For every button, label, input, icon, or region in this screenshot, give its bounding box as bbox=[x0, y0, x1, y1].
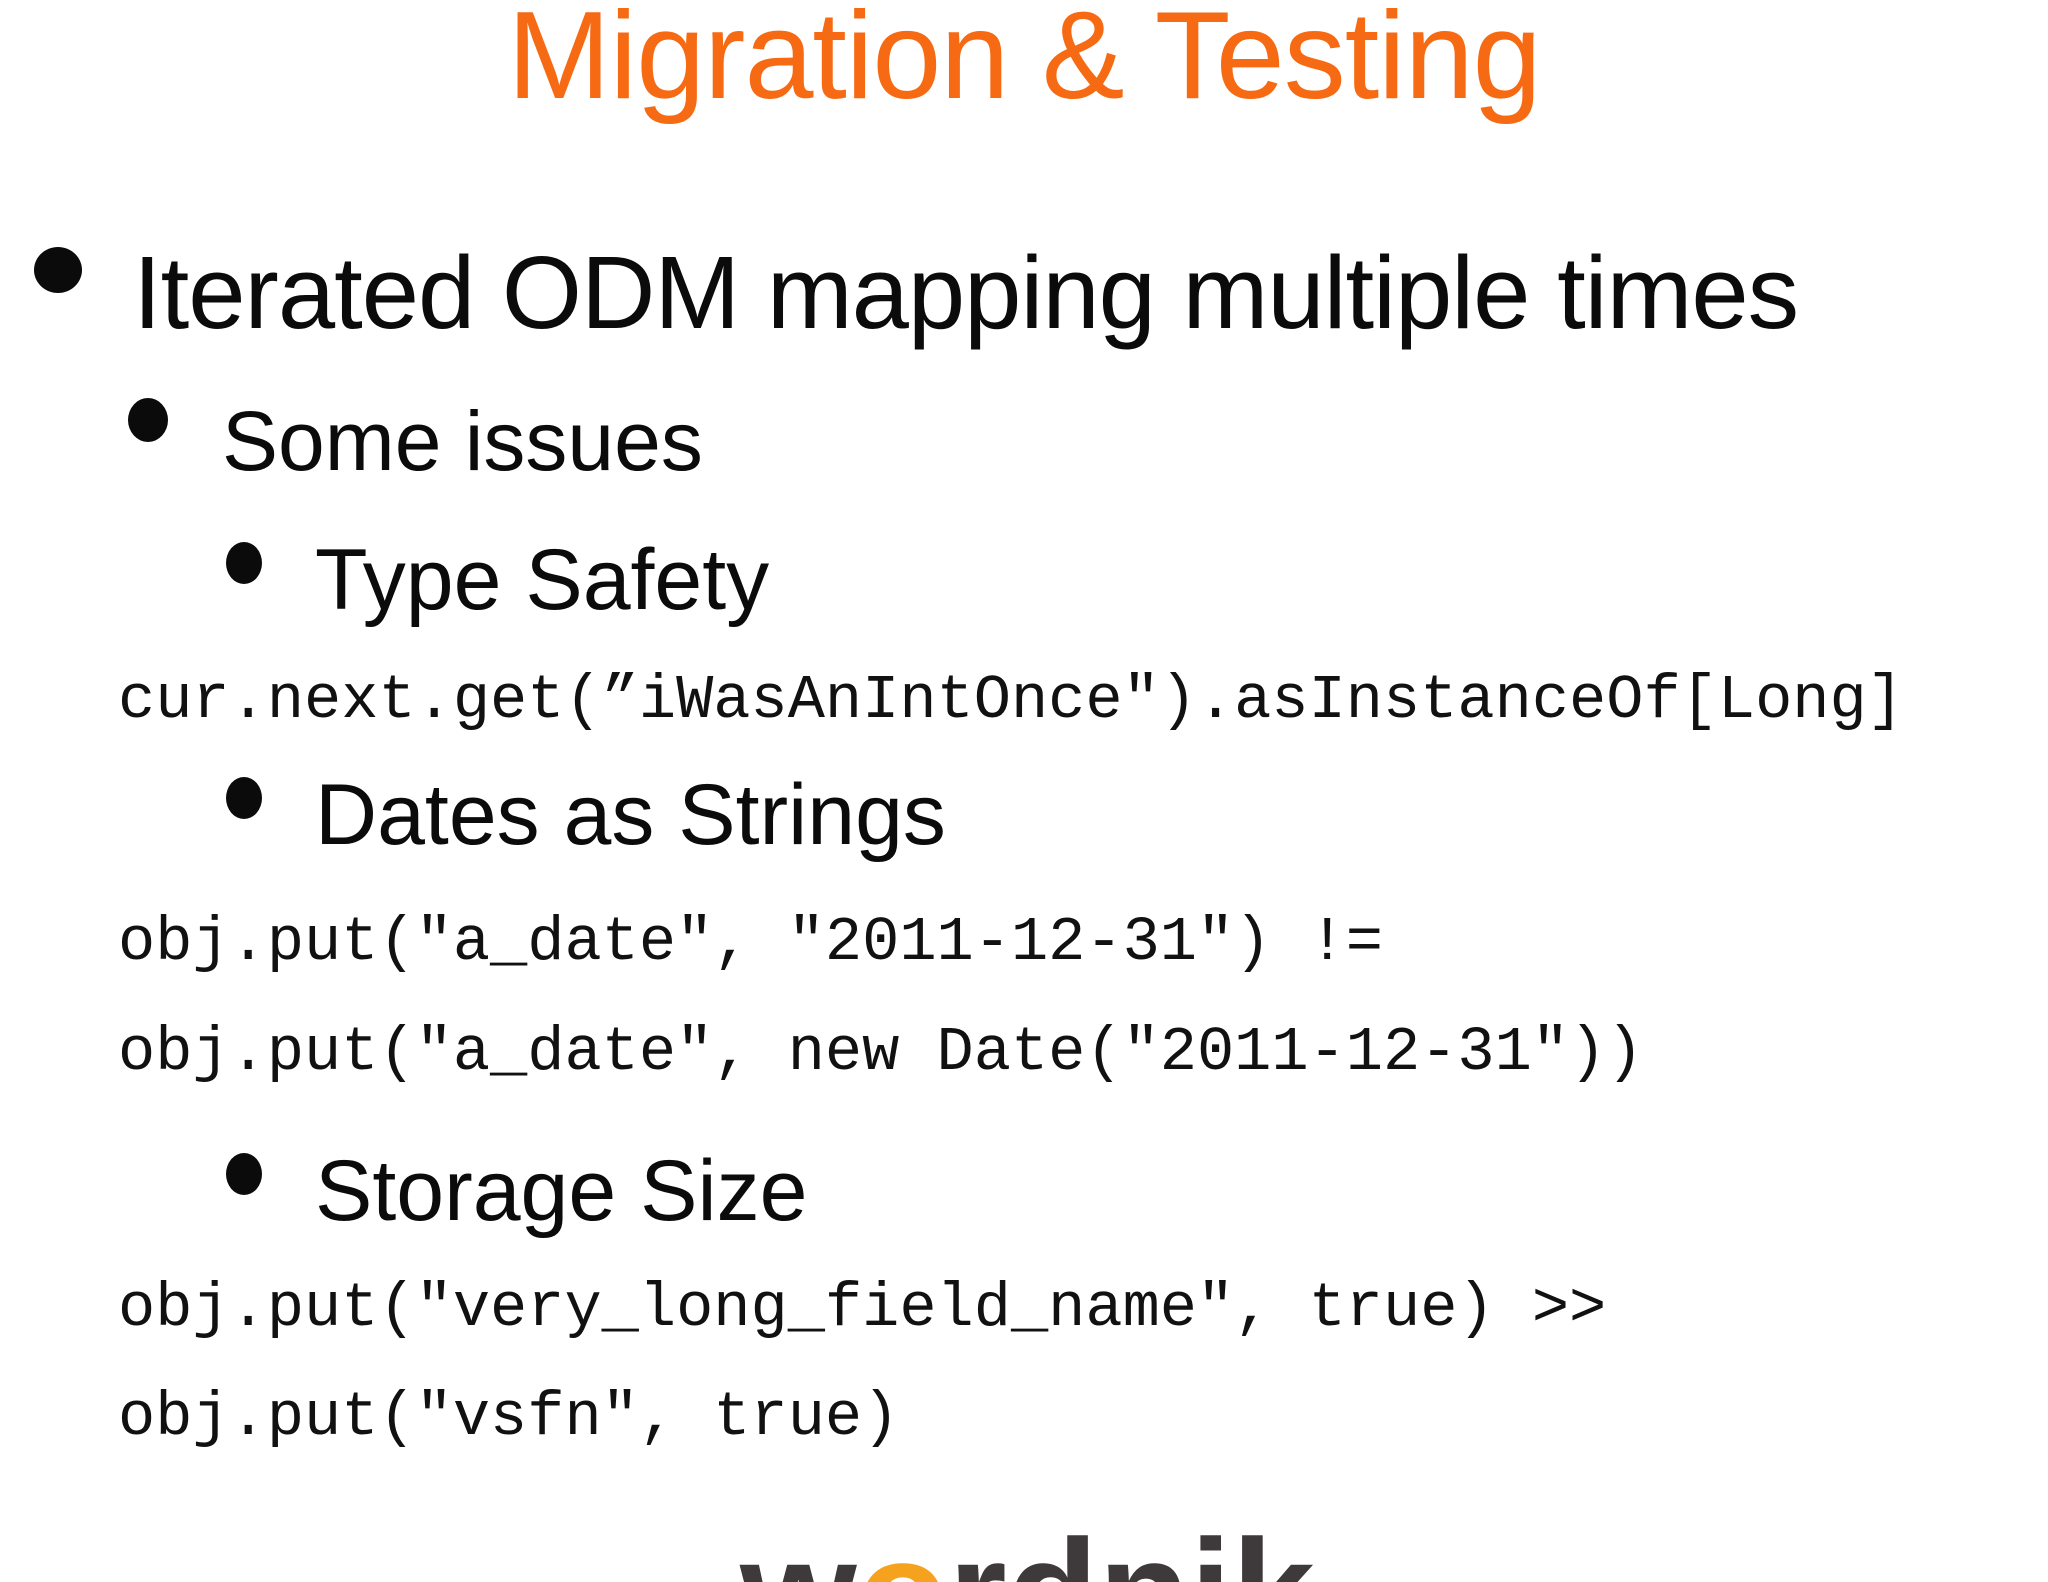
wordnik-logo-text-end: rdnik bbox=[948, 1508, 1315, 1582]
bullet-dot-icon bbox=[128, 398, 168, 442]
bullet-item-type-safety: Type Safety bbox=[315, 532, 770, 628]
bullet-item-some-issues: Some issues bbox=[222, 394, 703, 488]
code-line-storage-2: obj.put("vsfn", true) bbox=[118, 1382, 900, 1453]
code-line-dates-2: obj.put("a_date", new Date("2011-12-31")… bbox=[118, 1017, 1644, 1088]
bullet-item-level1: Iterated ODM mapping multiple times bbox=[133, 235, 1799, 350]
code-line-dates-1: obj.put("a_date", "2011-12-31") != bbox=[118, 907, 1384, 978]
bullet-dot-icon bbox=[226, 1153, 262, 1195]
code-line-storage-1: obj.put("very_long_field_name", true) >> bbox=[118, 1273, 1607, 1344]
slide-title: Migration & Testing bbox=[507, 0, 1541, 125]
bullet-dot-icon bbox=[226, 542, 262, 584]
bullet-item-dates-as-strings: Dates as Strings bbox=[315, 767, 946, 863]
bullet-item-storage-size: Storage Size bbox=[315, 1143, 808, 1239]
bullet-dot-icon bbox=[226, 777, 262, 819]
bullet-dot-icon bbox=[34, 247, 82, 293]
wordnik-logo: wordnik bbox=[740, 1517, 1315, 1582]
wordnik-logo-accent-letter: o bbox=[857, 1508, 949, 1582]
wordnik-logo-text-start: w bbox=[740, 1508, 857, 1582]
code-line-type-safety: cur.next.get(”iWasAnIntOnce").asInstance… bbox=[118, 665, 1904, 736]
